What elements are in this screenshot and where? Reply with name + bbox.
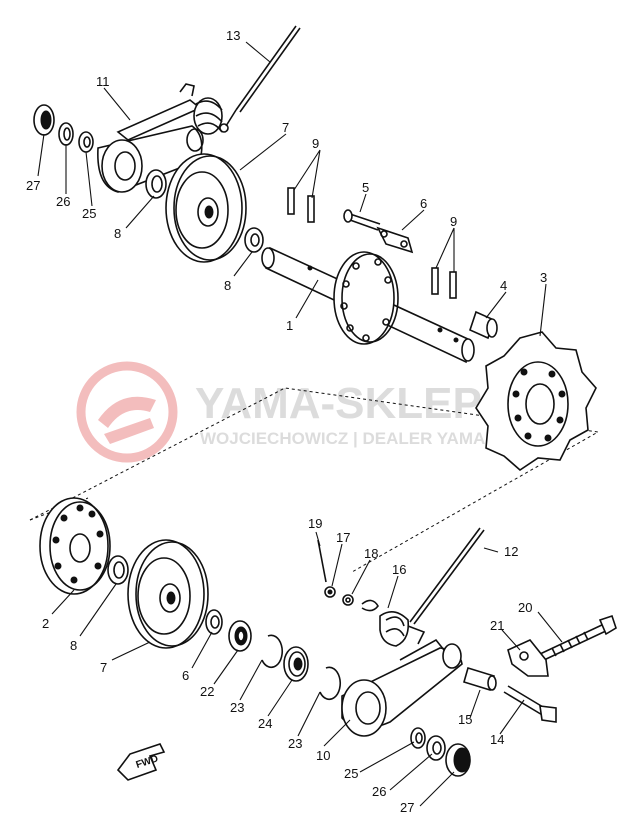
callout-3: 3 [540,270,547,285]
part-20-bolt [539,614,617,661]
callout-20: 20 [518,600,532,615]
part-27-cap-lower [445,743,471,777]
part-21-adjuster [507,639,549,677]
callout-1: 1 [286,318,293,333]
part-7-wheel-upper [165,153,247,263]
watermark-logo [76,361,178,463]
part-16-spring [361,599,426,647]
part-5-bolt [343,209,381,231]
callout-23-b: 23 [288,736,302,751]
watermark-brand: YAMA-SKLEP [195,379,482,428]
part-14-bolt [503,685,557,723]
part-11-tensioner [116,83,229,141]
callout-25-upper: 25 [82,206,96,221]
callout-5: 5 [362,180,369,195]
callout-26-upper: 26 [56,194,70,209]
callout-22: 22 [200,684,214,699]
fwd-arrow: FWD [116,743,166,781]
callout-26-lower: 26 [372,784,386,799]
callout-6: 6 [420,196,427,211]
part-arm-upper [97,125,204,193]
callout-7-upper: 7 [282,120,289,135]
callout-8-upper-left: 8 [114,226,121,241]
part-15-collar [463,666,497,692]
part-17-nut [324,586,336,598]
part-8-spacer-lower [107,555,129,585]
callout-14: 14 [490,732,504,747]
part-25-washer-top [78,131,94,153]
callout-2: 2 [42,616,49,631]
callout-15: 15 [458,712,472,727]
part-9-pins-upper [287,187,315,223]
callout-12: 12 [504,544,518,559]
part-23-circlip-a [261,634,284,669]
part-24-bearing [283,646,309,682]
callout-21: 21 [490,618,504,633]
callout-11: 11 [96,74,110,89]
leader-lines [37,41,563,807]
part-2-flange [39,497,111,595]
callout-18: 18 [364,546,378,561]
part-26-washer-top [58,122,74,146]
watermark-subtitle: WOJCIECHOWICZ | DEALER YAMAHA [200,429,510,448]
callout-19: 19 [308,516,322,531]
part-3-sprocket [475,331,597,472]
part-22-seal [228,620,252,652]
callout-27-upper: 27 [26,178,40,193]
callout-8-upper-right: 8 [224,278,231,293]
part-19-pin [317,539,327,583]
part-4-collar [469,310,498,340]
callout-23-a: 23 [230,700,244,715]
callout-25-lower: 25 [344,766,358,781]
callout-9-middle: 9 [450,214,457,229]
part-7-wheel-lower [127,539,209,649]
callout-4: 4 [500,278,507,293]
part-1-flange [333,251,399,345]
callout-8-lower: 8 [70,638,77,653]
part-18-washer [342,594,354,606]
part-23-circlip-b [319,666,342,701]
part-8-spacer-upper-right [244,227,264,253]
callout-16: 16 [392,562,406,577]
callout-6-lower: 6 [182,668,189,683]
part-25-washer-lower [410,727,426,749]
part-6-spacer-lower [205,609,223,635]
part-9-pins-middle [431,267,457,299]
callout-13: 13 [226,28,240,43]
part-8-spacer-upper-left [145,169,167,199]
callout-10: 10 [316,748,330,763]
callout-9-upper: 9 [312,136,319,151]
callout-7-lower: 7 [100,660,107,675]
part-13-cable [225,25,301,127]
part-12-cable [409,527,485,625]
watermark: YAMA-SKLEP WOJCIECHOWICZ | DEALER YAMAHA [76,361,510,463]
part-10-arm-lower [341,638,463,737]
callout-17: 17 [336,530,350,545]
callout-labels: 13 11 7 9 27 26 25 8 8 1 5 6 9 4 3 2 8 7… [26,28,547,815]
callout-27-lower: 27 [400,800,414,815]
callout-24: 24 [258,716,272,731]
part-6-clip [376,226,414,254]
part-27-cap-top [33,104,55,136]
